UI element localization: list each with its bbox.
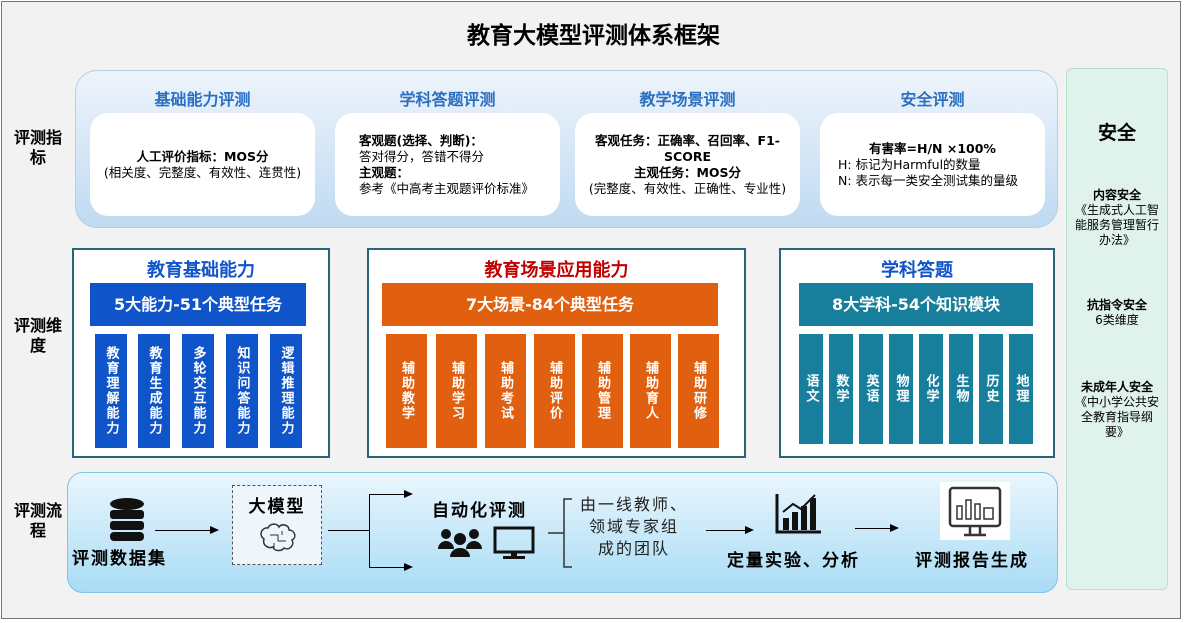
safety-item-desc: 《生成式人工智能服务管理暂行办法》 [1075,203,1160,247]
dimension-item: 语文 [799,334,823,444]
metric-line: 人工评价指标：MOS分 [136,148,269,164]
arrow [155,525,219,534]
metric-line: (完整度、有效性、正确性、专业性) [588,180,787,196]
dimension-item: 辅助考试 [485,334,526,448]
metric-heading: 学科答题评测 [399,90,496,109]
model-box: 大模型 [232,485,322,565]
metric-line: 有害率=H/N ×100% [869,140,996,156]
dimension-item: 多轮交互能力 [182,334,214,448]
dimension-item: 英语 [859,334,883,444]
metric-line: 答对得分，答错不得分 [359,148,485,164]
analysis-label: 定量实验、分析 [727,551,860,571]
metric-heading: 教学场景评测 [639,90,736,109]
dimension-item: 辅助学习 [436,334,477,448]
dataset-label: 评测数据集 [72,549,167,569]
metric-line: 客观题(选择、判断)： [359,132,483,148]
report-label: 评测报告生成 [915,551,1029,571]
brain-icon [260,523,296,552]
metric-heading: 安全评测 [900,90,965,109]
connector [369,494,370,568]
auto-eval-label: 自动化评测 [432,501,527,521]
safety-item-head: 内容安全 [1092,188,1141,202]
dimension-item: 辅助管理 [582,334,623,448]
safety-panel: 安全 内容安全 《生成式人工智能服务管理暂行办法》 抗指令安全 6类维度 未成年… [1066,68,1168,590]
arrow [369,562,413,571]
dimension-title: 学科答题 [881,260,953,281]
metric-line: 主观题： [359,164,410,180]
dimension-item: 化学 [919,334,943,444]
row-label-dimensions: 评测维度 [14,316,63,355]
metric-box: 客观题(选择、判断)：答对得分，答错不得分 主观题：参考《中高考主观题评价标准》 [335,113,560,216]
row-label-metrics: 评测指标 [14,128,63,167]
report-icon [940,482,1010,540]
dimension-item: 辅助育人 [630,334,671,448]
dimension-title: 教育基础能力 [147,260,255,281]
dimension-banner: 5大能力-51个典型任务 [90,283,306,326]
dimension-item: 教育理解能力 [95,334,127,448]
database-icon [110,498,144,541]
metric-line: 主观任务：MOS分 [633,164,742,180]
team-description: 由一线教师、领域专家组成的团队 [580,494,688,560]
bar-chart-icon [775,494,821,534]
dimension-item: 数学 [829,334,853,444]
dimension-item: 地理 [1009,334,1033,444]
arrow [855,523,899,532]
dimension-banner: 7大场景-84个典型任务 [382,283,718,326]
dimension-item: 教育生成能力 [138,334,170,448]
team-line: 领域专家组 [589,517,680,536]
safety-item-desc: 《中小学公共安全教育指导纲要》 [1075,395,1160,439]
team-icon [438,529,482,557]
monitor-icon [493,526,535,559]
dimension-item: 历史 [979,334,1003,444]
metric-line: 参考《中高考主观题评价标准》 [359,180,535,196]
safety-item-head: 未成年人安全 [1080,380,1153,394]
connector [328,530,370,531]
page-title: 教育大模型评测体系框架 [467,23,720,49]
dimension-item: 物理 [889,334,913,444]
model-label: 大模型 [248,497,306,517]
dimension-item: 知识问答能力 [226,334,258,448]
team-line: 成的团队 [598,539,671,558]
metric-line: 客观任务：正确率、召回率、F1-SCORE [595,132,780,164]
row-label-process: 评测流程 [14,501,63,540]
metric-line: (相关度、完整度、有效性、连贯性) [103,164,302,180]
dimension-item: 辅助教学 [386,334,427,448]
dimension-item: 辅助研修 [678,334,719,448]
safety-title: 安全 [1097,122,1136,144]
dimension-title: 教育场景应用能力 [484,260,629,281]
arrow [369,489,413,498]
metric-heading: 基础能力评测 [154,90,251,109]
arrow [706,525,754,534]
metric-line: N: 表示每一类安全测试集的量级 [838,172,1019,188]
brace-icon [548,498,572,568]
metric-line: H: 标记为Harmful的数量 [838,156,981,172]
safety-item-desc: 6类维度 [1095,313,1139,327]
metric-box: 人工评价指标：MOS分(相关度、完整度、有效性、连贯性) [90,113,315,216]
team-line: 由一线教师、 [580,495,689,514]
dimension-item: 逻辑推理能力 [270,334,302,448]
safety-item-head: 抗指令安全 [1086,298,1147,312]
dimension-item: 辅助评价 [534,334,575,448]
dimension-banner: 8大学科-54个知识模块 [799,283,1033,326]
dimension-item: 生物 [949,334,973,444]
